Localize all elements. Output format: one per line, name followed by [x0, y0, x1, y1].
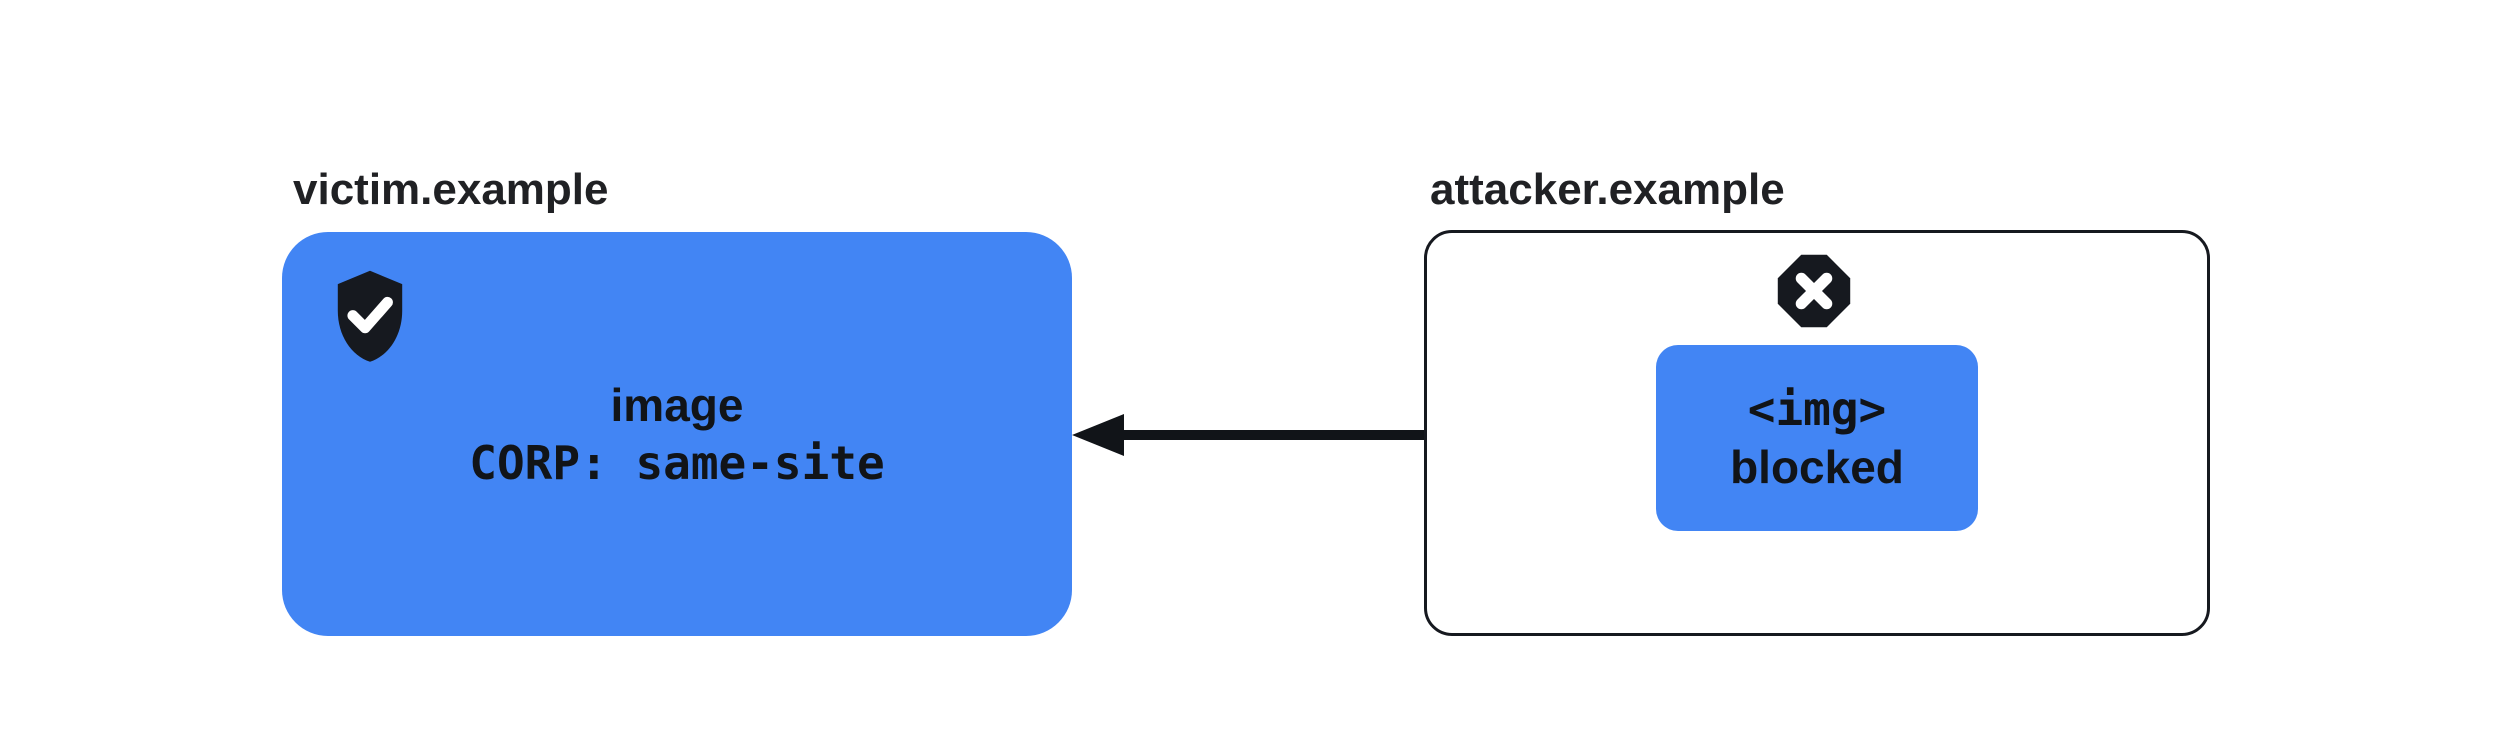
victim-resource-type-text: image [610, 379, 744, 431]
victim-resource-box: image CORP: same-site [282, 232, 1072, 636]
img-element-box: <img> blocked [1656, 345, 1978, 531]
victim-domain-label: victim.example [293, 165, 609, 214]
victim-corp-header-text: CORP: same-site [469, 436, 885, 490]
img-tag-text: <img> [1747, 382, 1887, 436]
blocked-status-text: blocked [1730, 441, 1904, 493]
attacker-page-box: <img> blocked [1424, 230, 2210, 636]
shield-check-icon [337, 270, 403, 362]
blocked-x-octagon-icon [1777, 254, 1851, 328]
attacker-domain-label: attacker.example [1430, 165, 1785, 214]
